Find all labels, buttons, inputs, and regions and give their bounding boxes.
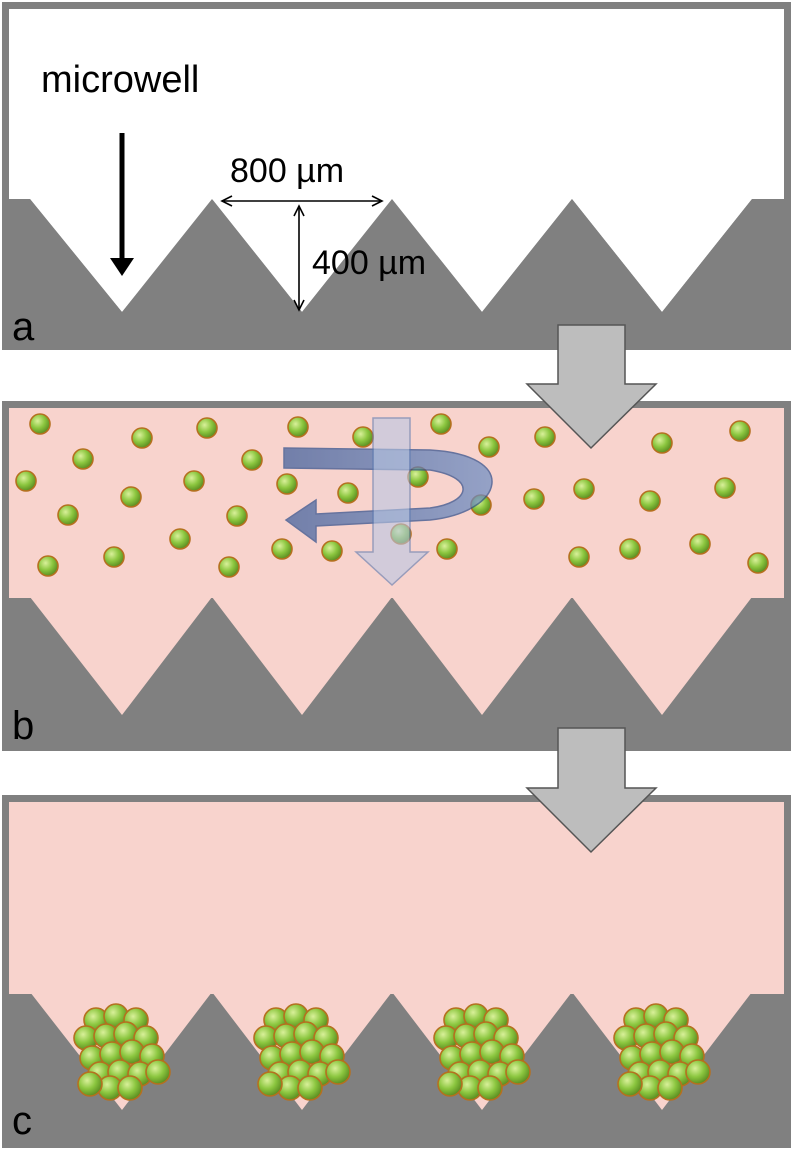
- cell-sphere-icon: [523, 488, 545, 510]
- settle-down-arrow-icon: [354, 417, 430, 587]
- cell-sphere-icon: [196, 417, 218, 439]
- spheroid-icon: [253, 1003, 351, 1101]
- panel-a-interior: [9, 9, 784, 199]
- cell-sphere-icon: [430, 413, 452, 435]
- cell-sphere-icon: [568, 546, 590, 568]
- cell-sphere-icon: [325, 1059, 351, 1085]
- depth-dimension-arrow-icon: [293, 204, 305, 312]
- cell-sphere-icon: [287, 416, 309, 438]
- cell-sphere-icon: [657, 1075, 683, 1101]
- cell-sphere-icon: [183, 470, 205, 492]
- cell-sphere-icon: [352, 426, 374, 448]
- cell-sphere-icon: [218, 556, 240, 578]
- cell-sphere-icon: [534, 426, 556, 448]
- valley-a-2: [212, 199, 392, 312]
- wall-a-teeth: [9, 199, 784, 343]
- step-arrow-icon: [525, 727, 658, 854]
- cell-sphere-icon: [29, 413, 51, 435]
- cell-sphere-icon: [226, 505, 248, 527]
- cell-sphere-icon: [639, 490, 661, 512]
- cell-sphere-icon: [276, 473, 298, 495]
- cell-sphere-icon: [651, 432, 673, 454]
- cell-sphere-icon: [436, 538, 458, 560]
- cell-sphere-icon: [120, 486, 142, 508]
- cell-sphere-icon: [77, 1071, 103, 1097]
- cell-sphere-icon: [37, 555, 59, 577]
- cell-sphere-icon: [573, 478, 595, 500]
- cell-sphere-icon: [619, 538, 641, 560]
- suspended-cells: [15, 413, 769, 578]
- cell-sphere-icon: [131, 427, 153, 449]
- cell-sphere-icon: [297, 1075, 323, 1101]
- cell-sphere-icon: [257, 1071, 283, 1097]
- microwell-arrow-icon: [110, 133, 134, 276]
- panel-c-medium: [9, 802, 784, 994]
- panel-b: b: [2, 401, 791, 751]
- cell-sphere-icon: [169, 528, 191, 550]
- cell-sphere-icon: [478, 436, 500, 458]
- cell-sphere-icon: [729, 420, 751, 442]
- spheroid-icon: [73, 1003, 171, 1101]
- valley-b-3: [392, 597, 572, 715]
- cell-sphere-icon: [617, 1071, 643, 1097]
- cell-sphere-icon: [72, 448, 94, 470]
- medium-b-fill-top: [9, 590, 784, 598]
- depth-dimension-label: 400 µm: [312, 244, 426, 282]
- cell-sphere-icon: [337, 482, 359, 504]
- panel-c: c: [2, 795, 791, 1148]
- cell-sphere-icon: [714, 477, 736, 499]
- valley-a-3: [392, 199, 572, 312]
- spheroid-icon: [433, 1003, 531, 1101]
- spheroids: [73, 1003, 711, 1101]
- cell-sphere-icon: [15, 470, 37, 492]
- cell-sphere-icon: [57, 504, 79, 526]
- spheroid-icon: [613, 1003, 711, 1101]
- panel-a: microwell 800 µm 400 µm a: [2, 2, 791, 350]
- step-arrow-icon: [525, 324, 658, 450]
- cell-sphere-icon: [117, 1075, 143, 1101]
- microwell-label: microwell: [41, 59, 199, 101]
- valley-a-4: [572, 199, 752, 312]
- cell-sphere-icon: [685, 1059, 711, 1085]
- cell-sphere-icon: [505, 1059, 531, 1085]
- cell-sphere-icon: [271, 538, 293, 560]
- rotation-icon: [283, 447, 493, 544]
- valley-b-2: [212, 597, 392, 715]
- width-dimension-arrow-icon: [220, 195, 384, 207]
- cell-sphere-icon: [241, 449, 263, 471]
- cell-sphere-icon: [321, 540, 343, 562]
- cell-sphere-icon: [747, 552, 769, 574]
- cell-sphere-icon: [103, 546, 125, 568]
- panel-b-label: b: [12, 704, 34, 748]
- cell-sphere-icon: [689, 533, 711, 555]
- valley-b-1: [30, 597, 212, 715]
- cell-sphere-icon: [437, 1071, 463, 1097]
- valley-b-4: [572, 597, 752, 715]
- width-dimension-label: 800 µm: [230, 152, 344, 190]
- cell-sphere-icon: [477, 1075, 503, 1101]
- panel-c-label: c: [12, 1099, 32, 1143]
- panel-a-label: a: [12, 305, 35, 349]
- cell-sphere-icon: [145, 1059, 171, 1085]
